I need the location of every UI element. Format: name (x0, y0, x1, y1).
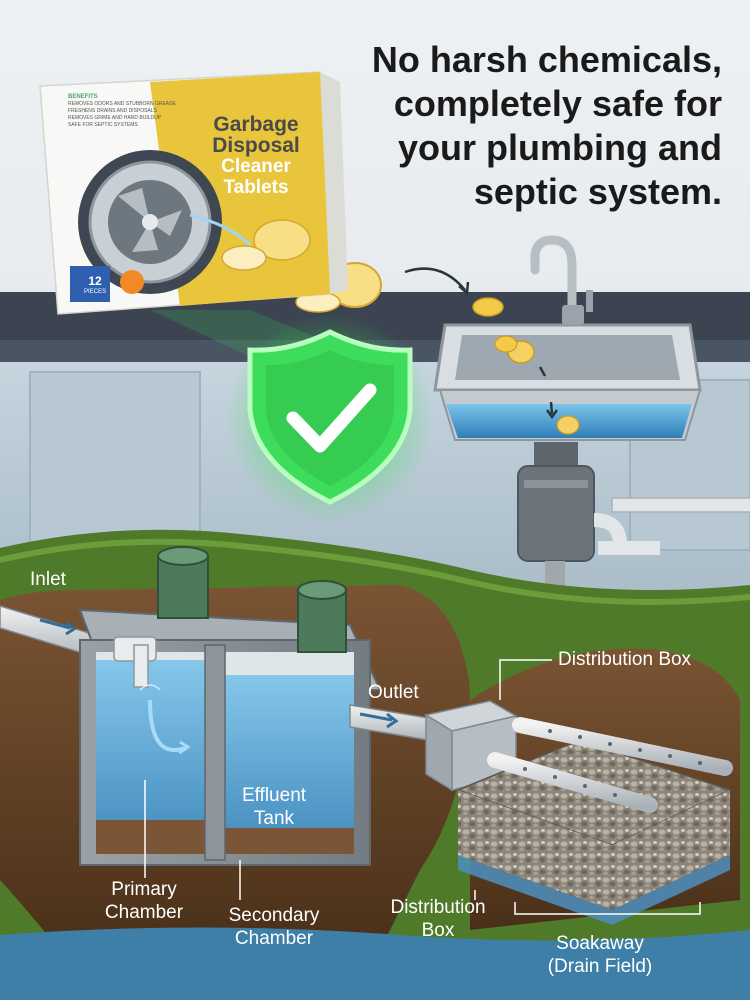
label-primary-chamber: Primary Chamber (96, 878, 192, 924)
distribution-box (424, 700, 519, 792)
label-distribution-box-bottom: Distribution Box (378, 896, 498, 942)
package-title-line: Disposal (212, 134, 300, 157)
shield-check-icon (225, 313, 435, 523)
septic-tank (78, 608, 382, 866)
label-outlet: Outlet (368, 682, 419, 703)
benefit-line: FRESHENS DRAINS AND DISPOSALS (68, 108, 157, 114)
headline-line: completely safe for (393, 83, 722, 124)
headline-line: No harsh chemicals, (371, 39, 722, 80)
benefit-line: REMOVES GRIME AND HARD BUILDUP (68, 115, 162, 121)
flow-arrow-icon (404, 267, 559, 420)
label-line: (Drain Field) (547, 956, 653, 977)
package-title-line: Tablets (223, 177, 289, 198)
label-line: Tank (253, 808, 295, 829)
headline-line: your plumbing and (398, 127, 722, 168)
callout-lines (144, 659, 701, 915)
package-title-line: Cleaner (221, 156, 291, 177)
product-package-text: BENEFITS REMOVES ODORS AND STUBBORN GREA… (40, 72, 330, 312)
label-distribution-box-top: Distribution Box (558, 649, 692, 670)
label-line: Box (421, 920, 455, 941)
label-inlet: Inlet (30, 569, 66, 590)
label-line: Secondary (228, 905, 320, 926)
tank-risers (157, 546, 347, 653)
label-secondary-chamber: Secondary Chamber (218, 904, 330, 950)
label-line: Soakaway (556, 933, 644, 954)
package-count-unit: PIECES (83, 289, 106, 295)
label-line: Chamber (234, 928, 314, 949)
headline: No harsh chemicals, completely safe for … (302, 38, 722, 214)
label-line: Primary (111, 879, 177, 900)
label-line: Distribution (390, 897, 486, 918)
drain-field (455, 717, 733, 925)
benefit-line: SAFE FOR SEPTIC SYSTEMS (68, 122, 138, 128)
label-line: Effluent (241, 785, 307, 806)
label-effluent-tank: Effluent Tank (236, 784, 312, 830)
label-soakaway: Soakaway (Drain Field) (530, 932, 670, 978)
benefit-line: REMOVES ODORS AND STUBBORN GREASE (68, 101, 176, 107)
benefits-heading: BENEFITS (68, 94, 98, 100)
garbage-disposal-unit (517, 442, 750, 606)
sink-faucet-icon (530, 235, 593, 325)
label-line: Chamber (104, 902, 184, 923)
headline-line: septic system. (473, 171, 722, 212)
package-title: Garbage Disposal Cleaner Tablets (196, 114, 316, 198)
product-package (39, 71, 348, 315)
package-benefits: BENEFITS REMOVES ODORS AND STUBBORN GREA… (68, 94, 178, 129)
tablet-icon (295, 262, 580, 435)
package-title-line: Garbage (213, 113, 299, 136)
package-count: 12 (88, 274, 102, 288)
